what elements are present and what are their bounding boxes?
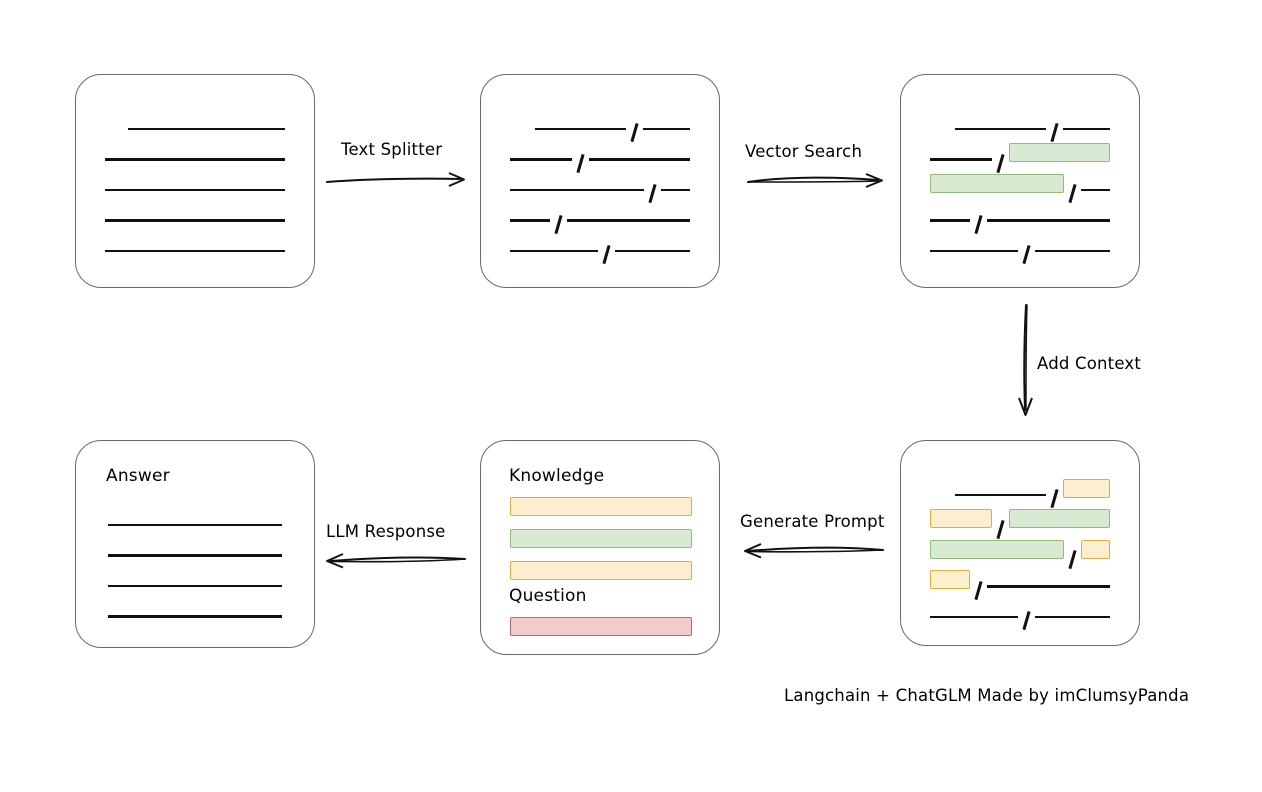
text-row [105, 142, 285, 164]
text-row [930, 111, 1110, 133]
question-bar-1 [510, 617, 692, 636]
edge-add-context: Add Context [1005, 302, 1165, 422]
arrow-right-icon [747, 173, 883, 188]
text-rule [566, 203, 691, 225]
text-rule [930, 142, 992, 164]
text-rule [930, 599, 1018, 621]
text-row [510, 142, 691, 164]
text-rule [930, 203, 970, 225]
text-row [930, 172, 1110, 194]
text-row [105, 172, 285, 194]
answer-text-row [108, 538, 282, 560]
text-rule [955, 477, 1046, 499]
text-rule [1034, 233, 1111, 255]
text-rule [105, 203, 285, 225]
knowledge-bar-1 [510, 497, 692, 516]
answer-label: Answer [106, 466, 170, 486]
text-rule [614, 233, 691, 255]
highlight-chunk-yellow [1081, 539, 1110, 559]
text-row [930, 508, 1110, 530]
text-rule [535, 111, 626, 133]
context-document-lines [901, 441, 1139, 645]
edge-text-splitter-label: Text Splitter [341, 140, 443, 159]
edge-vector-search: Vector Search [745, 142, 895, 192]
highlight-chunk-green [930, 173, 1065, 193]
text-row [105, 203, 285, 225]
highlight-chunk-green [1008, 509, 1110, 528]
edge-text-splitter: Text Splitter [325, 140, 475, 190]
answer-lines [76, 441, 314, 647]
edge-generate-prompt-label: Generate Prompt [740, 512, 885, 531]
question-label: Question [509, 586, 587, 606]
edge-generate-prompt: Generate Prompt [738, 512, 888, 562]
text-rule [1034, 599, 1111, 621]
knowledge-bar-3 [510, 561, 692, 580]
text-rule [661, 172, 690, 194]
text-row [930, 599, 1111, 621]
text-rule [108, 599, 282, 621]
text-row [930, 233, 1111, 255]
arrow-left-icon [326, 553, 466, 569]
text-rule [930, 233, 1018, 255]
highlight-chunk-yellow [1062, 478, 1110, 498]
text-rule [1081, 172, 1110, 194]
source-document-lines [76, 75, 314, 287]
text-rule [108, 568, 282, 590]
text-row [510, 111, 690, 133]
text-row [930, 142, 1110, 164]
text-row [510, 172, 690, 194]
text-row [930, 538, 1110, 560]
text-rule [108, 538, 282, 560]
highlight-chunk-green [930, 539, 1065, 559]
node-answer[interactable]: Answer [75, 440, 315, 648]
footer-credit: Langchain + ChatGLM Made by imClumsyPand… [784, 686, 1190, 705]
highlight-chunk-yellow [930, 509, 992, 528]
edge-llm-response: LLM Response [322, 522, 472, 572]
matched-document-lines [901, 75, 1139, 287]
edge-llm-response-label: LLM Response [326, 522, 446, 541]
text-row [930, 569, 1111, 591]
arrow-down-icon [1018, 304, 1033, 416]
node-split-document[interactable] [480, 74, 720, 288]
arrow-right-icon [326, 172, 465, 187]
text-rule [642, 111, 690, 133]
text-rule [105, 142, 285, 164]
text-row [105, 233, 285, 255]
text-rule [510, 142, 572, 164]
text-row [510, 203, 691, 225]
text-rule [986, 203, 1111, 225]
text-row [510, 233, 691, 255]
text-row [930, 477, 1110, 499]
text-rule [510, 233, 598, 255]
text-rule [986, 569, 1111, 591]
text-rule [1062, 111, 1110, 133]
text-rule [510, 203, 550, 225]
answer-text-row [108, 568, 282, 590]
highlight-chunk-yellow [930, 570, 970, 589]
arrow-left-icon [744, 543, 884, 559]
knowledge-label: Knowledge [509, 466, 605, 486]
edge-vector-search-label: Vector Search [745, 142, 863, 161]
node-context-document[interactable] [900, 440, 1140, 646]
text-rule [108, 507, 282, 529]
text-rule [105, 172, 285, 194]
highlight-chunk-green [1008, 143, 1110, 162]
knowledge-bar-2 [510, 529, 692, 548]
answer-text-row [108, 599, 282, 621]
node-matched-document[interactable] [900, 74, 1140, 288]
node-source-document[interactable] [75, 74, 315, 288]
text-rule [128, 111, 285, 133]
node-prompt[interactable]: Knowledge Question [480, 440, 720, 655]
text-rule [510, 172, 645, 194]
text-row [930, 203, 1111, 225]
text-rule [955, 111, 1046, 133]
answer-text-row [108, 507, 282, 529]
text-rule [588, 142, 691, 164]
edge-add-context-label: Add Context [1037, 354, 1142, 373]
text-row [105, 111, 285, 133]
text-rule [105, 233, 285, 255]
split-document-lines [481, 75, 719, 287]
